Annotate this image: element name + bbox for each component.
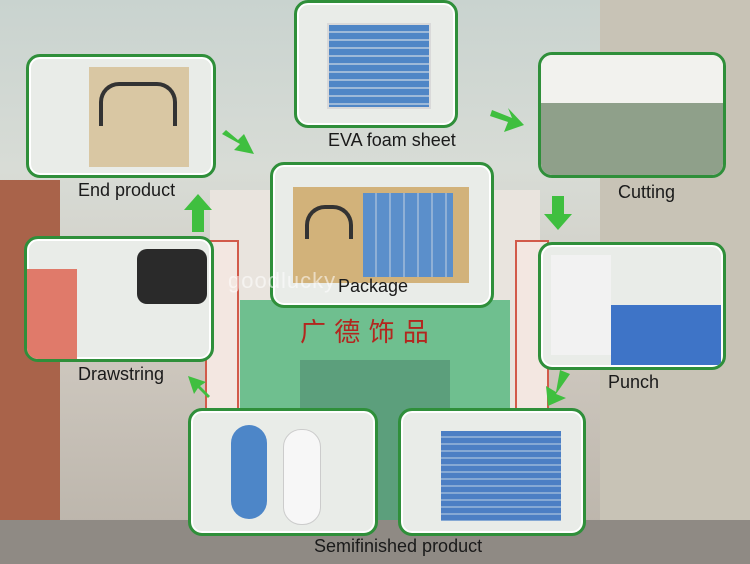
punch-sheet [611,305,721,365]
label-eva-foam-sheet: EVA foam sheet [328,130,456,150]
photo-cutting [538,52,726,178]
shop-sign: 广 德 饰 品 [300,318,429,348]
package-soles [363,193,453,277]
photo-package [270,162,494,308]
arrow-semifinished-to-drawstring [188,376,210,398]
punch-worker [551,255,611,355]
label-punch: Punch [608,372,660,392]
arrow-eva-to-cutting [490,108,524,132]
photo-punch [538,242,726,370]
worker [27,269,77,359]
sandal [99,82,177,126]
photo-end-product [26,54,216,178]
package-sandals [305,205,353,239]
foam-stack [327,23,431,109]
photo-drawstring [24,236,214,362]
label-cutting: Cutting [618,182,676,202]
label-package: Package [338,276,409,296]
watermark: goodlucky [228,268,337,293]
photo-semifinished-soles [188,408,378,536]
arrow-end-to-package [222,130,254,154]
workshop [541,55,723,175]
white-sole [283,429,321,525]
arrow-punch-to-semifinished [546,370,570,406]
label-end-product: End product [78,180,176,200]
label-drawstring: Drawstring [78,364,165,384]
photo-semifinished-stacks [398,408,586,536]
label-semifinished-product: Semifinished product [314,536,483,556]
stacks [441,431,561,521]
arrow-cutting-to-punch [544,196,572,230]
blue-sole [231,425,267,519]
arrow-drawstring-to-end [184,194,212,232]
straps-pile [137,249,207,304]
photo-eva-foam-sheet [294,0,458,128]
